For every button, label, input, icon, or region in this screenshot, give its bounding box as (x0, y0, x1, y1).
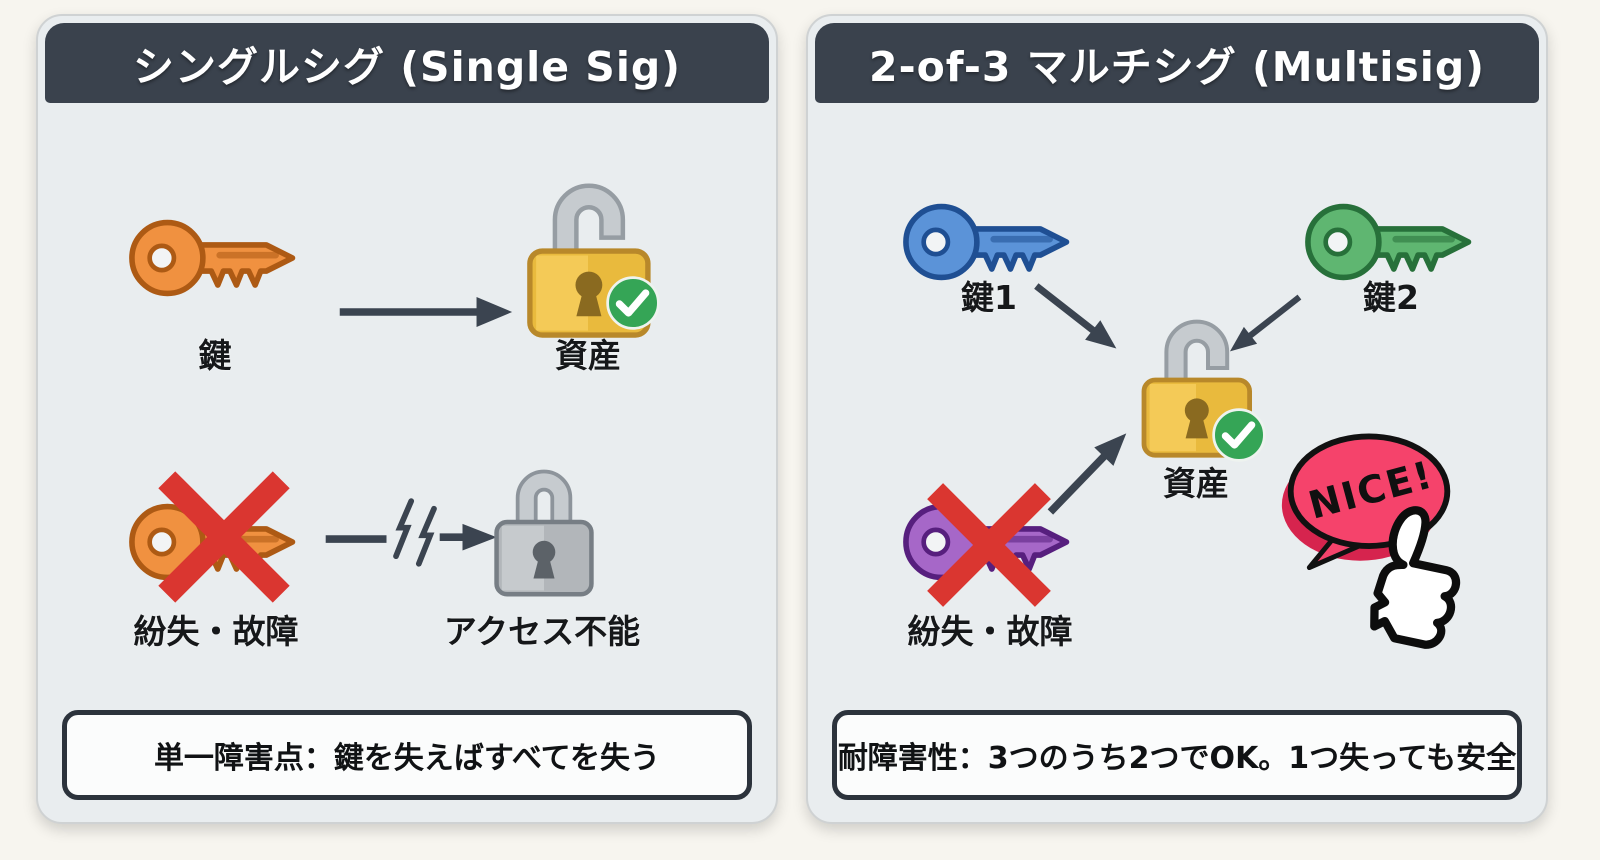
arrow-icon (336, 290, 514, 334)
no-access-label: アクセス不能 (443, 612, 641, 651)
key2-label: 鍵2 (1363, 278, 1419, 317)
single-sig-header: シングルシグ (Single Sig) (45, 23, 769, 103)
multisig-title: 2-of-3 マルチシグ (Multisig) (869, 43, 1485, 91)
single-sig-title: シングルシグ (Single Sig) (133, 43, 681, 91)
multisig-panel: 2-of-3 マルチシグ (Multisig) 鍵1 鍵2 資産 紛失・故障 N… (806, 14, 1548, 824)
asset-label: 資産 (555, 336, 621, 375)
key-label: 鍵 (198, 336, 232, 375)
multisig-caption-box: 耐障害性：3つのうち2つでOK。1つ失っても安全 (832, 710, 1522, 800)
lost-label: 紛失・故障 (907, 612, 1073, 651)
red-x-icon (924, 480, 1054, 610)
multisig-header: 2-of-3 マルチシグ (Multisig) (815, 23, 1539, 103)
gray-closed-lock-icon (480, 454, 608, 605)
asset-label: 資産 (1163, 464, 1229, 503)
green-check-icon (1210, 406, 1268, 464)
lost-label: 紛失・故障 (133, 612, 299, 651)
orange-key-icon (126, 202, 304, 314)
single-sig-caption: 単一障害点：鍵を失えばすべてを失う (153, 741, 661, 776)
green-check-icon (604, 274, 662, 332)
single-sig-panel: シングルシグ (Single Sig) 鍵 資産 紛失・故障 アクセス不能 単一… (36, 14, 778, 824)
key1-label: 鍵1 (961, 278, 1017, 317)
single-sig-caption-box: 単一障害点：鍵を失えばすべてを失う (62, 710, 752, 800)
multisig-caption: 耐障害性：3つのうち2つでOK。1つ失っても安全 (837, 741, 1517, 776)
red-x-icon (148, 468, 300, 606)
